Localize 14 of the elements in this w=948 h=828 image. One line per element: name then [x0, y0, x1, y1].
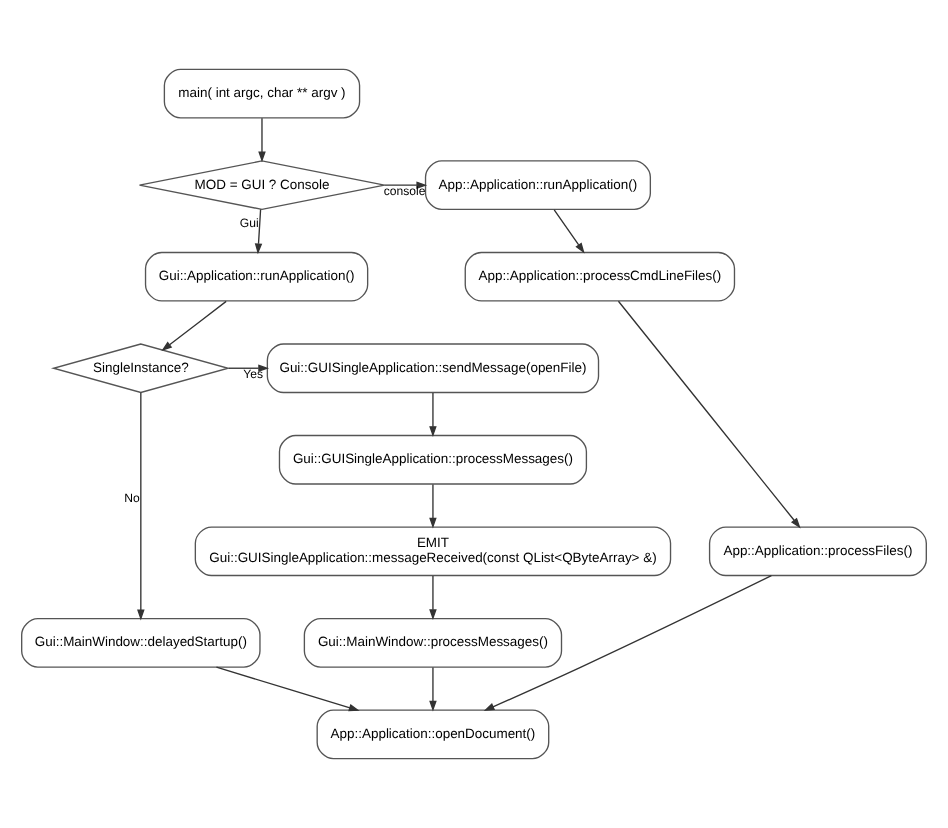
arrow	[161, 300, 227, 352]
arrow	[215, 666, 360, 712]
arrow	[429, 483, 437, 529]
arrow	[429, 575, 437, 621]
arrow	[254, 208, 263, 255]
arrow	[429, 392, 437, 437]
arrow	[228, 364, 270, 372]
arrow	[483, 575, 773, 711]
arrow	[137, 392, 145, 621]
arrow	[553, 209, 585, 254]
arrow	[617, 300, 801, 529]
arrow	[383, 181, 428, 189]
arrow	[429, 666, 437, 712]
arrow	[258, 117, 266, 163]
